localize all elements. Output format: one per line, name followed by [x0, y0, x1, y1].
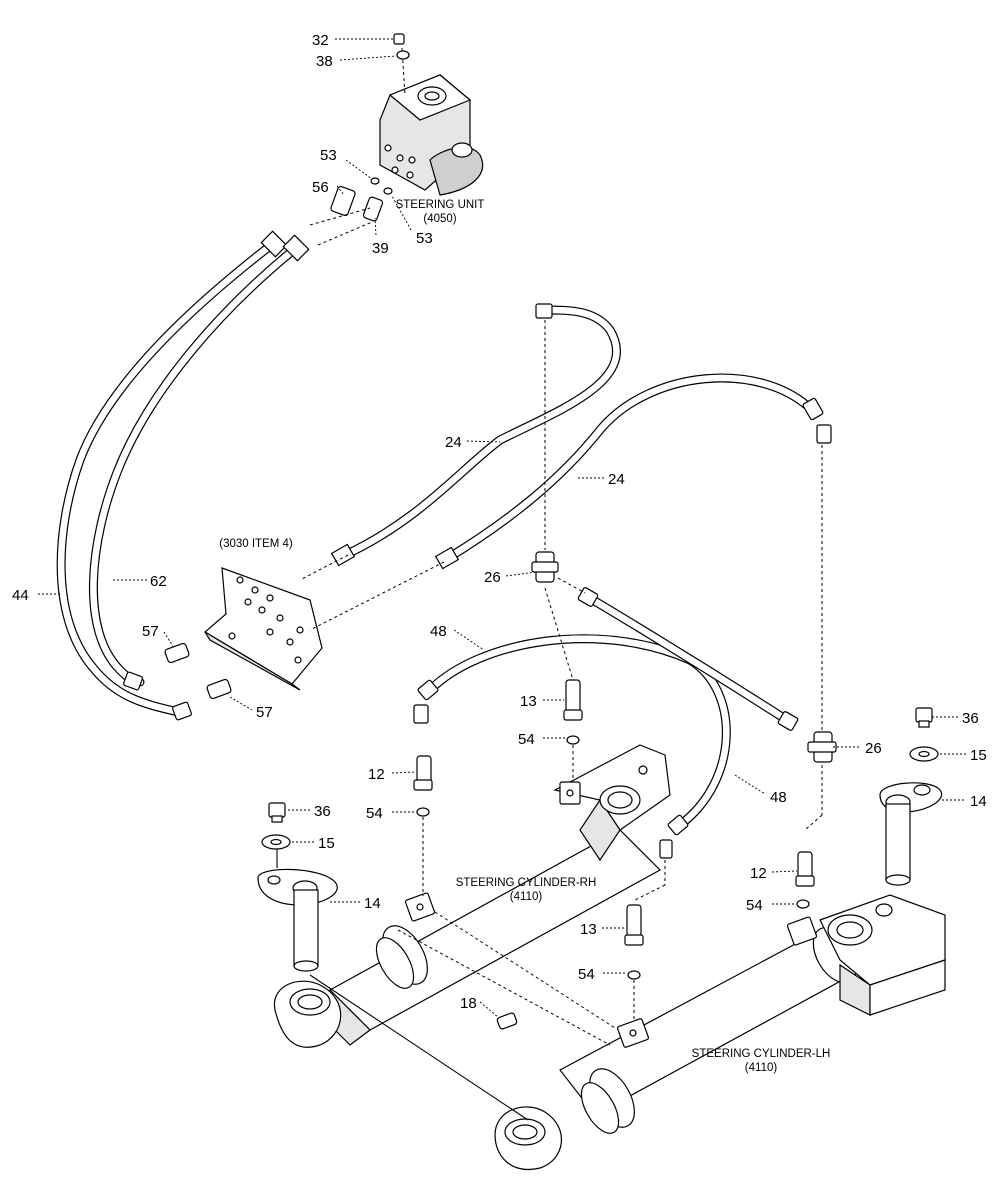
o-ring-54-left: [416, 807, 430, 817]
callout-54-upper: 54: [518, 731, 535, 748]
hose-44: [56, 238, 279, 717]
callout-24-upper: 24: [445, 434, 462, 451]
washer-15-right: [909, 746, 939, 762]
label-steering-unit-ref: (4050): [423, 213, 456, 225]
callout-12-left: 12: [368, 766, 385, 783]
callout-53-lower: 53: [416, 230, 433, 247]
pin-14-left: [257, 868, 338, 972]
o-ring-54-upper: [566, 735, 580, 745]
label-steering-unit: STEERING UNIT: [396, 199, 485, 211]
bolt-36-left: [268, 802, 286, 823]
callout-38: 38: [316, 53, 333, 70]
fitting-13-lower: [624, 904, 644, 946]
callout-54-left: 54: [366, 805, 383, 822]
hose-62: [88, 243, 301, 687]
washer-38: [396, 50, 410, 60]
callout-32: 32: [312, 32, 329, 49]
hose-48-short: [583, 592, 795, 727]
label-bracket-ref: (3030 ITEM 4): [219, 538, 293, 550]
o-ring-54-lower: [627, 970, 641, 980]
callout-13-lower: 13: [580, 921, 597, 938]
bolt-36-right: [915, 707, 933, 728]
leader-lines: [38, 38, 966, 1018]
fitting-57-lower: [206, 678, 232, 700]
grease-fitting-18: [496, 1012, 518, 1030]
hose-24-upper: [340, 305, 621, 560]
callout-54-right: 54: [746, 897, 763, 914]
bolt-32: [393, 33, 405, 45]
callout-26-lower: 26: [865, 740, 882, 757]
fitting-13-upper: [563, 679, 583, 721]
label-cylinder-rh: STEERING CYLINDER-RH: [456, 877, 597, 889]
pin-14-right: [879, 782, 943, 886]
callout-14-left: 14: [364, 895, 381, 912]
callout-57-upper: 57: [142, 623, 159, 640]
callouts: 32 38 53 56 39 53 24 24 44 62 26 26 57 5…: [12, 32, 987, 1012]
fitting-56: [330, 185, 356, 217]
callout-18: 18: [460, 995, 477, 1012]
fitting-39: [362, 196, 384, 222]
callout-54-lower: 54: [578, 966, 595, 983]
callout-13-upper: 13: [520, 693, 537, 710]
steering-unit: [379, 47, 484, 196]
bracket: [203, 567, 323, 691]
callout-24-lower: 24: [608, 471, 625, 488]
fitting-12-left: [413, 755, 433, 791]
callout-44: 44: [12, 587, 29, 604]
callout-14-right: 14: [970, 793, 987, 810]
tee-26-upper: [531, 551, 559, 583]
washer-15-left: [261, 834, 291, 850]
callout-36-left: 36: [314, 803, 331, 820]
fitting-57-upper: [164, 642, 190, 664]
steering-cylinder-rh: [273, 744, 671, 1048]
fitting-12-right: [795, 851, 815, 887]
o-rings-53: [370, 177, 393, 195]
callout-15-right: 15: [970, 747, 987, 764]
o-ring-54-right: [796, 899, 810, 909]
callout-36-right: 36: [962, 710, 979, 727]
label-cylinder-lh-ref: (4110): [745, 1062, 778, 1074]
captions: STEERING UNIT (4050) (3030 ITEM 4) STEER…: [219, 199, 830, 1074]
callout-39: 39: [372, 240, 389, 257]
label-cylinder-rh-ref: (4110): [510, 891, 543, 903]
callout-48-lower: 48: [770, 789, 787, 806]
callout-53-upper: 53: [320, 147, 337, 164]
hose-24-lower: [443, 373, 817, 563]
callout-26-upper: 26: [484, 569, 501, 586]
callout-15-left: 15: [318, 835, 335, 852]
tee-26-lower: [807, 731, 837, 763]
callout-48-upper: 48: [430, 623, 447, 640]
callout-57-lower: 57: [256, 704, 273, 721]
callout-62: 62: [150, 573, 167, 590]
label-cylinder-lh: STEERING CYLINDER-LH: [692, 1048, 831, 1060]
callout-12-right: 12: [750, 865, 767, 882]
callout-56: 56: [312, 179, 329, 196]
steering-cylinder-lh: [494, 894, 946, 1170]
